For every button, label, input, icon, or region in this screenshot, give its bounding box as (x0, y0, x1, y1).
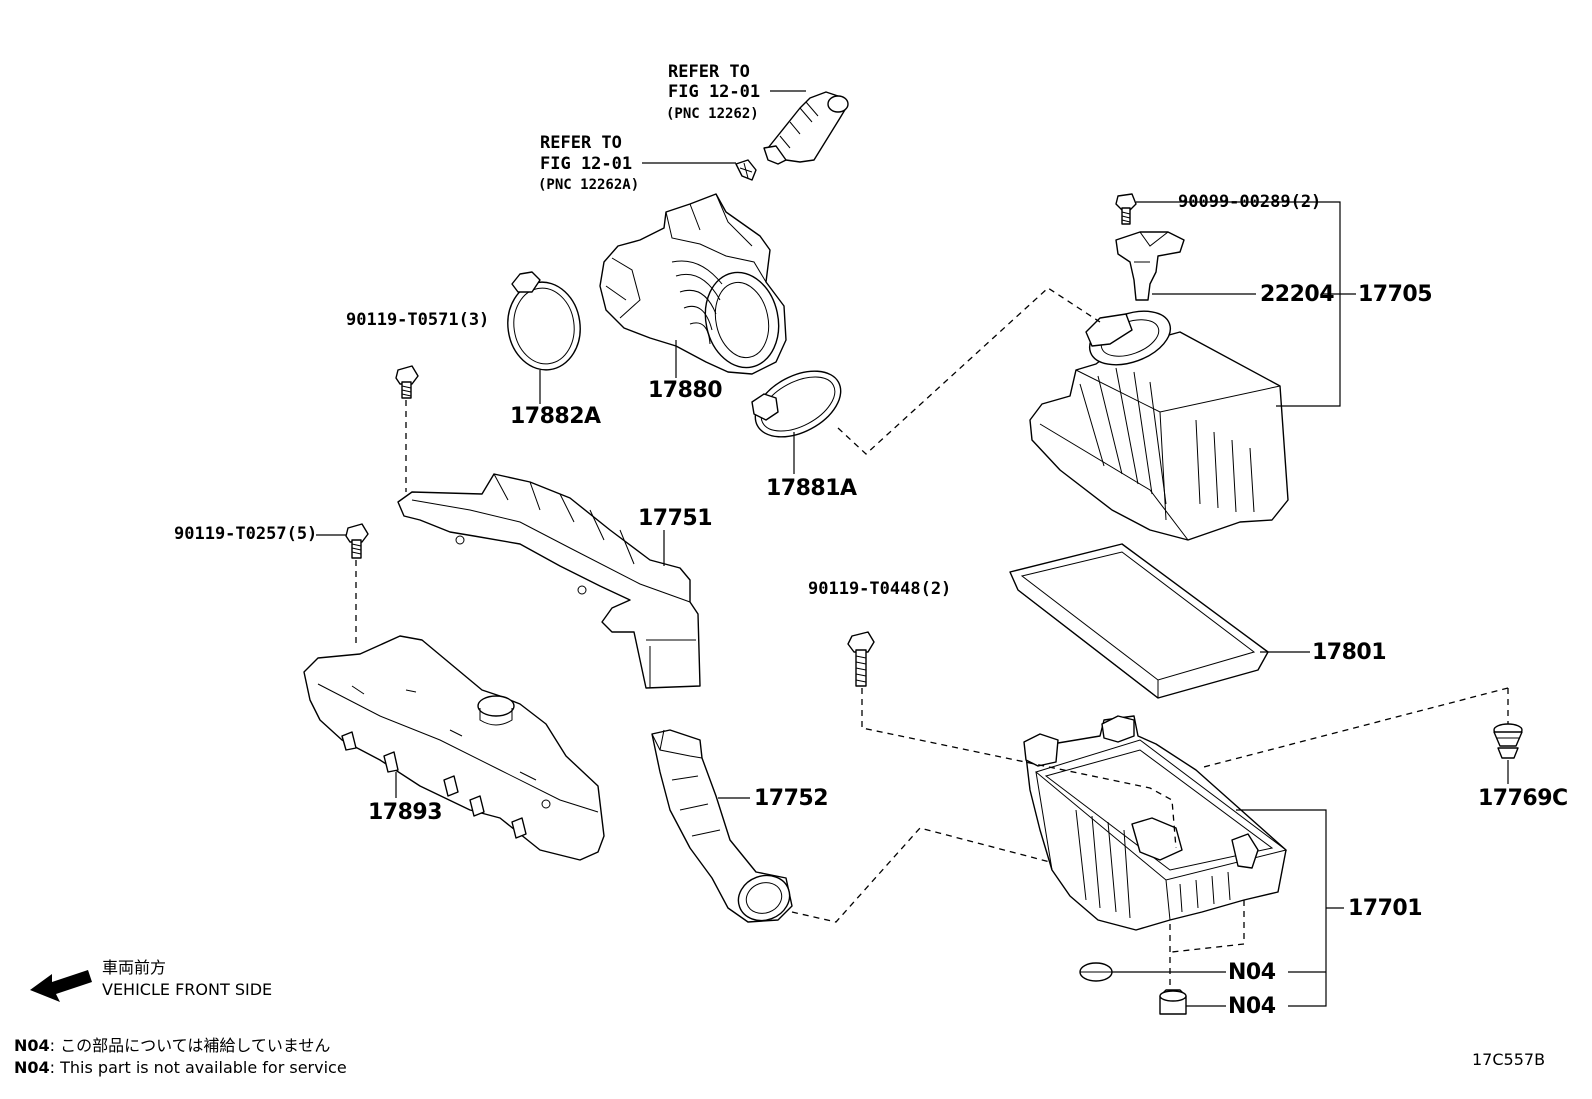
leader-lines (316, 90, 1509, 1007)
plug-17769c-drawing (1493, 723, 1523, 759)
footnote-jp: N04: この部品については補給していません (14, 1038, 330, 1054)
label-90119-t0257: 90119-T0257(5) (174, 524, 318, 544)
ref-a-line3: (PNC 12262) (666, 106, 759, 122)
label-17705: 17705 (1358, 282, 1433, 307)
ref-b-line3: (PNC 12262A) (538, 177, 640, 193)
vehicle-front-jp: 車両前方 (102, 958, 167, 977)
intake-hose-17880-drawing (599, 193, 787, 375)
label-17801: 17801 (1312, 640, 1387, 665)
vehicle-front-en: VEHICLE FRONT SIDE (102, 980, 273, 999)
filter-element-17801-drawing (1009, 543, 1269, 699)
label-17751: 17751 (638, 506, 713, 531)
bolt-90119-t0571-drawing (395, 365, 419, 399)
label-17752: 17752 (754, 786, 829, 811)
bolt-90119-t0257-drawing (345, 523, 369, 559)
n04-grommet-flat-drawing (1079, 962, 1113, 982)
figure-code: 17C557B (1472, 1050, 1546, 1069)
label-17880: 17880 (648, 378, 723, 403)
label-22204: 22204 (1260, 282, 1335, 307)
label-90119-t0448: 90119-T0448(2) (808, 579, 952, 599)
intake-duct-17751-drawing (397, 473, 701, 689)
label-90099-00289: 90099-00289(2) (1178, 192, 1322, 212)
clip-12262a-drawing (735, 159, 757, 181)
clamp-17881a-drawing (751, 370, 842, 438)
label-n04-upper: N04 (1228, 960, 1276, 985)
screw-90099-drawing (1115, 193, 1137, 225)
intake-hose-17752-drawing (651, 729, 793, 923)
air-cleaner-case-17701-drawing (1023, 715, 1288, 931)
footnote-jp-text: : この部品については補給していません (49, 1036, 331, 1055)
footnote-en-code: N04 (14, 1058, 50, 1077)
footnote-en-text: : This part is not available for service (49, 1058, 347, 1077)
n04-grommet-cup-drawing (1159, 989, 1187, 1015)
footnote-en: N04: This part is not available for serv… (14, 1060, 347, 1076)
clamp-17882a-drawing (507, 271, 581, 371)
footnote-jp-code: N04 (14, 1036, 50, 1055)
air-cleaner-cap-17705-drawing (1029, 310, 1289, 541)
air-flow-meter-22204-drawing (1115, 231, 1185, 301)
label-90119-t0571: 90119-T0571(3) (346, 310, 490, 330)
label-17893: 17893 (368, 800, 443, 825)
bolt-90119-t0448-drawing (847, 631, 875, 687)
ref-b-line2: FIG 12-01 (540, 154, 633, 174)
label-17769c: 17769C (1478, 786, 1568, 811)
ref-b-line1: REFER TO (540, 133, 622, 153)
label-17701: 17701 (1348, 896, 1423, 921)
ref-a-line1: REFER TO (668, 62, 750, 82)
label-n04-lower: N04 (1228, 994, 1276, 1019)
label-17881a: 17881A (766, 476, 857, 501)
hose-12262-drawing (763, 91, 849, 165)
front-arrow-icon (30, 970, 92, 1002)
label-17882a: 17882A (510, 404, 601, 429)
assembly-dashed-lines (355, 287, 1509, 990)
ref-a-line2: FIG 12-01 (668, 82, 761, 102)
resonator-17893-drawing (303, 635, 605, 861)
